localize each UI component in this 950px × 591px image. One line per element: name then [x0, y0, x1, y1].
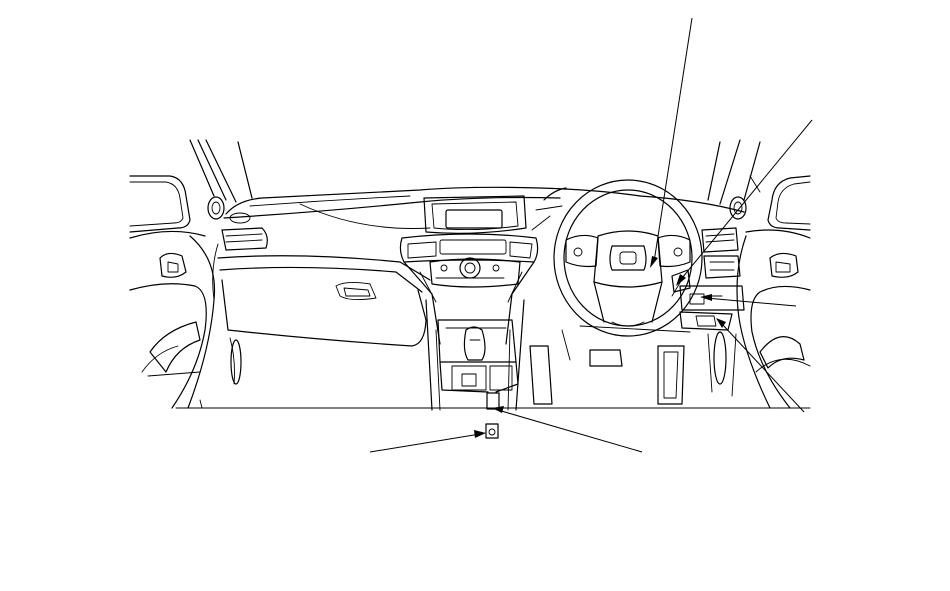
arrow-floor-unit [474, 430, 486, 438]
arrow-under-dash [700, 294, 712, 301]
steering-wheel [553, 179, 703, 337]
dashboard-top [199, 186, 641, 409]
center-stack [399, 233, 539, 345]
arrow-steering-wheel [650, 256, 658, 268]
driver-dash-and-door [531, 139, 811, 409]
callout-lower-right-panel-line [721, 323, 805, 413]
leader-lines [369, 17, 813, 453]
left-door-and-mirror [129, 139, 253, 409]
callout-under-dash-line [705, 297, 797, 307]
arrow-lower-right-panel [716, 318, 726, 328]
callout-floor-unit-line [369, 433, 481, 453]
callout-console-unit-line [497, 409, 643, 453]
arrow-dashboard-right [676, 274, 686, 286]
callout-dashboard-right-line [681, 119, 813, 279]
center-console [425, 299, 525, 439]
callout-steering-wheel-line [653, 17, 693, 263]
arrow-console-unit [492, 406, 504, 413]
